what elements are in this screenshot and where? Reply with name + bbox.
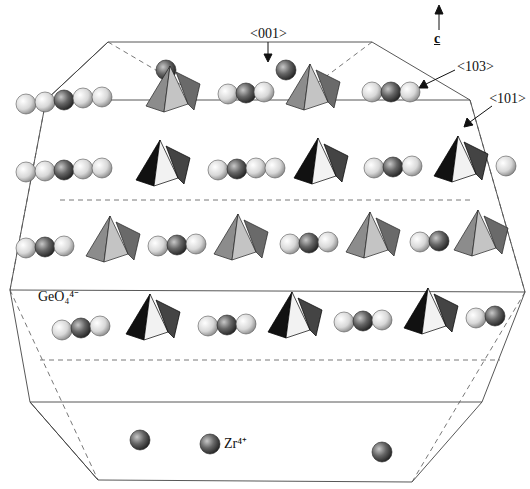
direction-label: <101>: [489, 92, 526, 106]
ion-label: GeO₄⁴⁻: [38, 290, 79, 304]
axis-label: c: [434, 32, 440, 46]
direction-label: <001>: [250, 27, 287, 41]
direction-label: <103>: [457, 60, 494, 74]
ion-label: Zr⁴⁺: [224, 437, 247, 451]
